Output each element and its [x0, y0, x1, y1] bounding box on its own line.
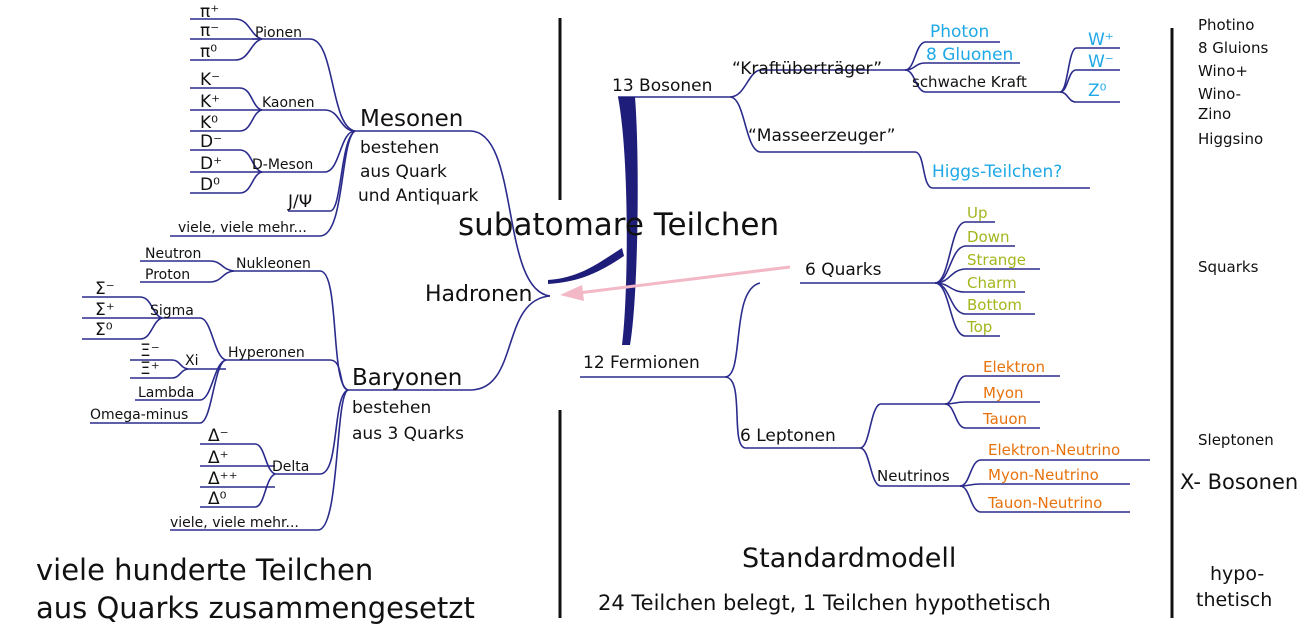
left-footer-1: viele hunderte Teilchen [36, 553, 374, 587]
lepton-myon: Myon [983, 384, 1024, 402]
meson-more-label: viele, viele mehr... [178, 220, 307, 236]
bosonen-label: 13 Bosonen [612, 76, 713, 96]
neutrino-elektron: Elektron-Neutrino [988, 441, 1121, 459]
xbosonen-label: X- Bosonen [1180, 470, 1299, 494]
neutron-label: Neutron [145, 246, 202, 262]
delta-zero: Δ⁰ [208, 489, 227, 509]
sigma-minus: Σ⁻ [95, 279, 115, 299]
pion-zero: π⁰ [200, 42, 218, 62]
dmeson-zero: D⁰ [200, 175, 220, 195]
pion-plus: π⁺ [200, 2, 220, 22]
xi-minus: Ξ⁻ [140, 341, 160, 361]
baryon-more-label: viele, viele mehr... [170, 515, 299, 531]
nucleons-label: Nukleonen [236, 256, 311, 272]
pions-label: Pionen [255, 25, 302, 41]
jpsi-label: J/Ψ [288, 192, 313, 212]
xi-plus: Ξ⁺ [140, 359, 160, 379]
neutrino-myon: Myon-Neutrino [988, 466, 1099, 484]
hypo-item-6: Higgsino [1198, 130, 1264, 148]
masse-label: “Masseerzeuger” [748, 126, 896, 146]
baryon-desc-1: bestehen [352, 398, 432, 418]
sigma-zero: Σ⁰ [95, 320, 113, 340]
quark-bottom: Bottom [967, 296, 1023, 314]
quark-charm: Charm [967, 274, 1017, 292]
lepton-elektron: Elektron [983, 358, 1045, 376]
quark-up: Up [967, 204, 988, 222]
quark-top: Top [967, 318, 993, 336]
z0-label: Z⁰ [1088, 81, 1107, 101]
dmeson-minus: D⁻ [200, 132, 223, 152]
hypo-item-3: Wino+ [1198, 62, 1248, 80]
hypo-item-2: 8 Gluions [1198, 39, 1269, 57]
omega-label: Omega-minus [90, 407, 189, 423]
fermionen-label: 12 Fermionen [583, 353, 700, 373]
meson-desc-3: und Antiquark [358, 186, 479, 206]
delta-label: Delta [272, 459, 310, 475]
schwach-label: schwache Kraft [912, 73, 1027, 91]
hypo-footer-1: hypo- [1210, 563, 1265, 585]
hypo-footer-2: thetisch [1196, 589, 1273, 611]
right-footer-1: Standardmodell [742, 543, 957, 574]
right-footer-2: 24 Teilchen belegt, 1 Teilchen hypotheti… [598, 591, 1051, 615]
dmeson-plus: D⁺ [200, 154, 223, 174]
w-plus-label: W⁺ [1088, 30, 1114, 50]
delta-plus: Δ⁺ [208, 448, 229, 468]
proton-label: Proton [145, 267, 191, 283]
baryonen-title: Baryonen [352, 365, 463, 391]
hypo-item-1: Photino [1198, 16, 1255, 34]
left-footer-2: aus Quarks zusammengesetzt [36, 591, 475, 625]
hypo-item-4: Wino- [1198, 85, 1242, 103]
sigma-plus: Σ⁺ [95, 300, 115, 320]
lambda-label: Lambda [138, 385, 195, 401]
neutrino-tauon: Tauon-Neutrino [988, 494, 1103, 512]
kaon-minus: K⁻ [200, 70, 221, 90]
delta-minus: Δ⁻ [208, 426, 229, 446]
quark-down: Down [967, 228, 1010, 246]
kaon-zero: K⁰ [200, 113, 218, 133]
hadronen-label: Hadronen [425, 282, 533, 307]
neutrinos-label: Neutrinos [877, 467, 950, 485]
mesonen-title: Mesonen [360, 106, 464, 132]
xi-label: Xi [185, 353, 199, 369]
higgs-label: Higgs-Teilchen? [932, 162, 1063, 182]
w-minus-label: W⁻ [1088, 52, 1114, 72]
hyperons-label: Hyperonen [228, 345, 305, 361]
quarks-label: 6 Quarks [805, 260, 882, 280]
lepton-tauon: Tauon [983, 410, 1028, 428]
pion-minus: π⁻ [200, 21, 220, 41]
baryon-desc-2: aus 3 Quarks [352, 424, 464, 444]
squarks-label: Squarks [1198, 258, 1259, 276]
kaon-plus: K⁺ [200, 92, 221, 112]
kraft-label: “Kraftüberträger” [732, 59, 883, 79]
hypo-item-5: Zino [1198, 105, 1232, 123]
delta-plusplus: Δ⁺⁺ [208, 469, 238, 489]
meson-desc-2: aus Quark [360, 162, 447, 182]
subatomare-title: subatomare Teilchen [458, 207, 780, 243]
sigma-label: Sigma [150, 303, 194, 319]
dmesons-label: D-Meson [252, 157, 314, 173]
meson-desc-1: bestehen [360, 138, 440, 158]
photon-label: Photon [930, 22, 990, 42]
leptonen-label: 6 Leptonen [740, 426, 836, 446]
gluonen-label: 8 Gluonen [926, 45, 1014, 65]
kaons-label: Kaonen [262, 95, 315, 111]
sleptonen-label: Sleptonen [1198, 431, 1274, 449]
quark-strange: Strange [967, 251, 1027, 269]
